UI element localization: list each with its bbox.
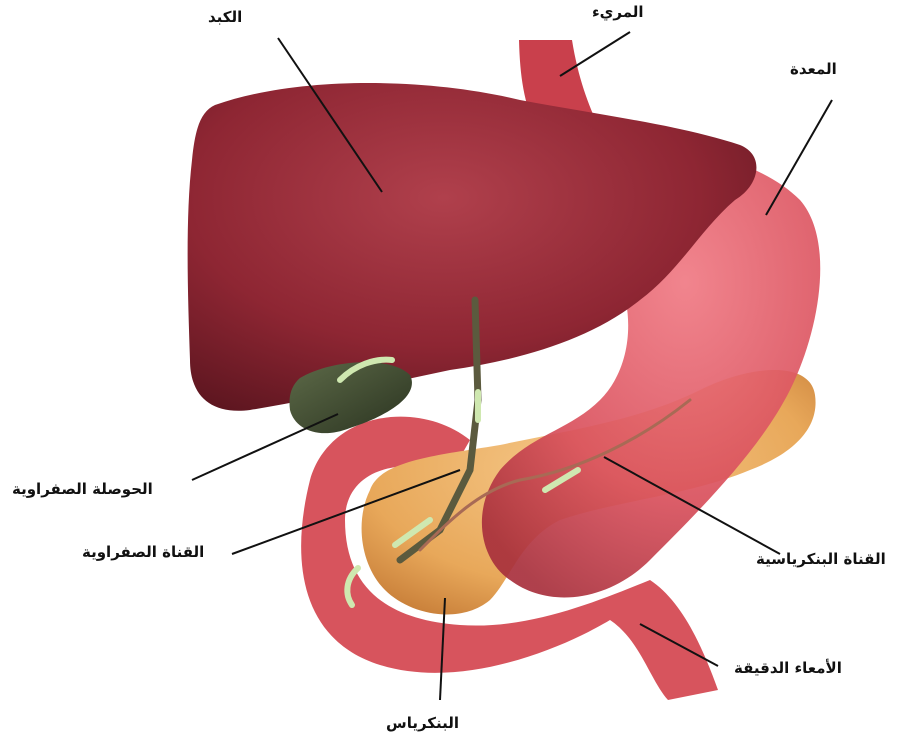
bile-duct-label: القناة الصفراوية (82, 545, 204, 560)
pancreas-label: البنكرياس (386, 716, 459, 731)
stomach-label: المعدة (790, 62, 837, 77)
pancreatic-duct-label: القناة البنكرياسية (756, 552, 886, 567)
gallbladder-label: الحوصلة الصفراوية (12, 482, 153, 497)
small-intestine-label: الأمعاء الدقيقة (734, 661, 842, 676)
liver-label: الكبد (208, 10, 242, 25)
esophagus-label: المريء (592, 5, 644, 20)
